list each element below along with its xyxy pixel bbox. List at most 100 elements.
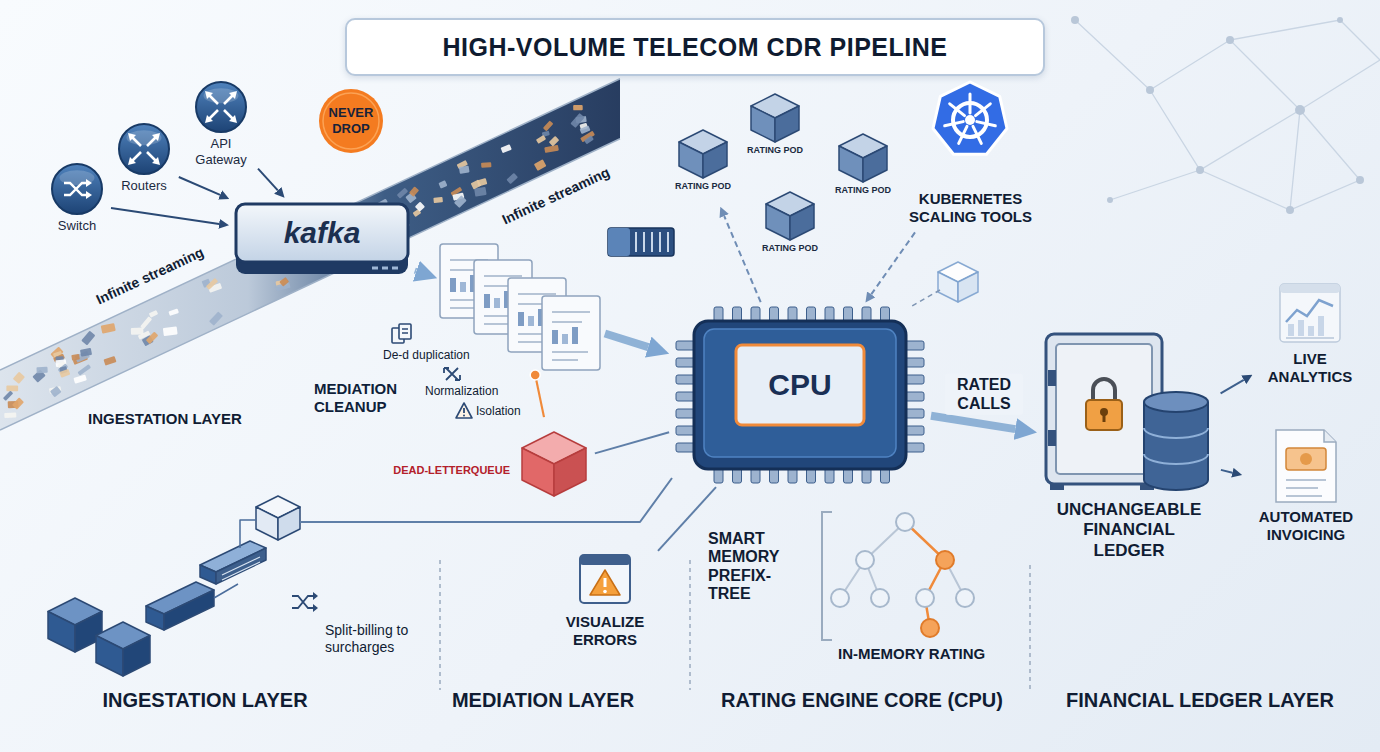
normalization-icon-part	[446, 368, 458, 380]
annotation: INGESTATION LAYER	[88, 410, 242, 428]
document-stack-part-part	[494, 298, 500, 308]
pod-cube-part	[839, 134, 887, 182]
ingestion-cluster-part	[278, 507, 300, 540]
data-packet	[140, 316, 152, 329]
shuffle-icon-part	[292, 596, 314, 608]
network-dots-part	[1146, 86, 1154, 94]
node-label: kafka	[284, 215, 361, 251]
pod-cube-part-part	[766, 204, 790, 240]
analytics-icon-part	[1298, 320, 1304, 336]
data-packet	[149, 310, 158, 318]
data-packet	[580, 125, 591, 134]
warning-icon-part	[456, 403, 472, 418]
ledger-vault-part	[1144, 402, 1208, 490]
ledger-vault-part	[1048, 370, 1056, 386]
label-holder: FINANCIAL LEDGER LAYER	[1066, 688, 1334, 712]
data-packet	[573, 105, 583, 110]
connector	[658, 487, 716, 551]
ingestion-cluster-part	[48, 612, 75, 653]
invoice-icon-part	[1324, 430, 1336, 442]
document-stack-part-part	[450, 278, 456, 292]
data-packet	[415, 202, 425, 212]
scaling-cube	[912, 262, 978, 306]
network-dots-part	[1226, 36, 1234, 44]
ingestion-cluster-part	[256, 507, 278, 540]
analytics-icon-part	[1280, 284, 1340, 342]
node-pod-cube: RATING POD	[668, 128, 738, 204]
dedup-icon-part	[399, 324, 411, 339]
badge-circle-part	[319, 89, 383, 153]
annotation: Isolation	[476, 404, 521, 418]
node-api-gateway-icon: API Gateway	[186, 80, 256, 176]
error-window-icon-part	[580, 555, 630, 603]
document-stack-part	[542, 296, 600, 370]
connector	[1221, 470, 1233, 473]
edge-label: RATED CALLS	[945, 374, 1023, 414]
pod-cube	[755, 190, 825, 266]
data-packet	[584, 135, 594, 144]
data-packet	[6, 386, 18, 392]
document-stack-part-part	[528, 316, 534, 326]
switch-icon-part	[64, 183, 87, 195]
data-packet	[501, 144, 512, 153]
label-holder: MEDIATION LAYER	[452, 688, 634, 712]
shuffle-icon	[292, 592, 318, 612]
data-packet	[168, 308, 179, 315]
node-label: Routers	[121, 178, 167, 194]
node-label: DEAD-LETTERQUEUE	[393, 464, 510, 477]
analytics-icon-part	[1318, 316, 1324, 336]
node-error-window-icon: VISUALIZE ERRORS	[553, 553, 657, 665]
node-kafka-broker: kafka	[232, 200, 412, 278]
layer-title: RATING ENGINE CORE (CPU)	[721, 688, 1003, 712]
annotation: Infinite streaming	[500, 164, 613, 229]
node-label: NEVER DROP	[324, 105, 378, 136]
error-window-icon-part	[604, 578, 607, 587]
data-packet	[506, 173, 518, 184]
prefix-tree-part	[921, 619, 939, 637]
normalization-icon-part	[444, 368, 460, 380]
connector	[931, 416, 1015, 429]
ledger-vault-part	[1086, 400, 1122, 430]
label-holder: IN-MEMORY RATING	[838, 645, 985, 663]
data-packet	[13, 372, 25, 384]
data-packet	[81, 331, 95, 346]
prefix-tree-part	[822, 512, 832, 640]
data-packet	[570, 113, 584, 128]
node-analytics-icon: LIVE ANALYTICS	[1255, 282, 1365, 400]
node-cpu-chip: CPU	[672, 305, 928, 485]
layer-title: MEDIATION LAYER	[452, 688, 634, 712]
title-banner: HIGH-VOLUME TELECOM CDR PIPELINE	[345, 18, 1045, 76]
analytics-icon-part	[1280, 284, 1340, 293]
ingestion-cluster-part	[222, 557, 260, 580]
label-holder: Infinite streaming	[94, 244, 207, 309]
data-packet	[12, 397, 24, 409]
connector	[535, 375, 544, 417]
pod-cube-part	[751, 94, 799, 142]
pod-cube-part-part	[790, 204, 814, 240]
pod-cube-part-part	[679, 142, 703, 178]
ingestion-cluster-part	[200, 565, 216, 584]
error-window-icon-part	[603, 590, 607, 594]
router-icon-part	[128, 133, 160, 165]
node-label: AUTOMATED INVOICING	[1247, 508, 1365, 544]
data-packet	[543, 121, 553, 132]
connector	[415, 268, 417, 275]
prefix-tree-part	[831, 589, 849, 607]
ingestion-cluster-part	[146, 606, 164, 630]
data-packet	[536, 135, 546, 144]
invoice-icon-part	[1276, 430, 1336, 502]
ingestion-cluster-part	[96, 636, 123, 677]
data-packet	[454, 195, 467, 208]
node-kubernetes-logo: KUBERNETES SCALING TOOLS	[903, 78, 1038, 230]
node-badge-circle: NEVER DROP	[318, 88, 384, 154]
ledger-vault-part	[1144, 392, 1208, 412]
label-holder: INGESTATION LAYER	[102, 688, 307, 712]
blue-server-block-part	[608, 228, 630, 256]
document-stack-part-part	[572, 327, 578, 344]
junction-dot	[530, 370, 540, 380]
scaling-cube-part	[938, 272, 958, 302]
kubernetes-logo-part	[965, 115, 975, 125]
cpu-chip-part	[704, 329, 896, 457]
ingestion-cluster	[48, 478, 672, 676]
data-packet	[36, 367, 47, 374]
